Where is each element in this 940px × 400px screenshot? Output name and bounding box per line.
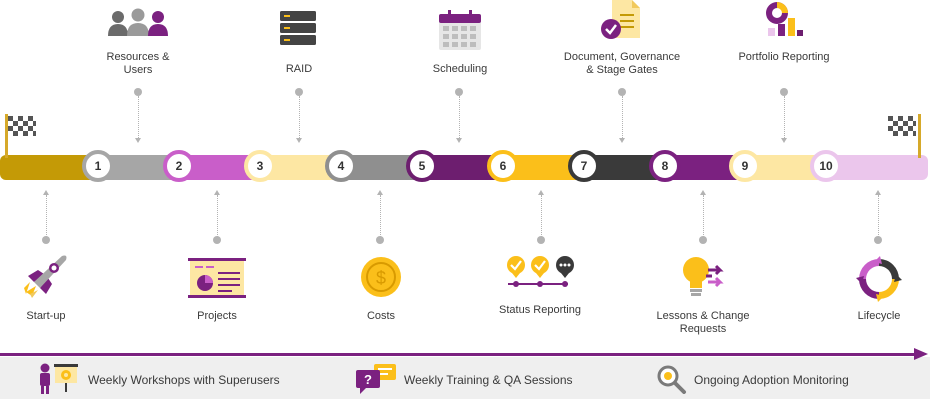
footer-bar: [0, 357, 930, 399]
calendar-icon: [439, 10, 481, 50]
chat-question-icon: ?: [356, 364, 396, 394]
timeline-segment-10: [826, 155, 928, 180]
rocket-icon: [24, 255, 67, 298]
connector-line-lessons: [703, 195, 704, 237]
milestone-node-3: 3: [244, 150, 276, 182]
milestone-node-5: 5: [406, 150, 438, 182]
connector-line-startup: [46, 195, 47, 237]
connector-arrow-lifecycle: [875, 190, 881, 195]
label-status: Status Reporting: [499, 304, 581, 316]
milestone-node-4: 4: [325, 150, 357, 182]
label-resources: Resources & Users: [106, 51, 170, 76]
lifecycle-cycle-icon: [856, 256, 902, 302]
label-lessons: Lessons & Change Requests: [656, 310, 750, 335]
connector-arrow-resources: [135, 138, 141, 143]
connector-dot-raid: [295, 88, 303, 96]
finish-checkered-flag-icon: [888, 116, 916, 138]
connector-arrow-projects: [214, 190, 220, 195]
connector-line-lifecycle: [878, 195, 879, 237]
footer-training-text: Weekly Training & QA Sessions: [404, 373, 573, 387]
milestone-node-7: 7: [568, 150, 600, 182]
connector-dot-costs: [376, 236, 384, 244]
start-checkered-flag-icon: [8, 116, 36, 138]
connector-dot-resources: [134, 88, 142, 96]
connector-arrow-portfolio: [781, 138, 787, 143]
magnifier-chart-icon: [657, 365, 686, 394]
connector-dot-portfolio: [780, 88, 788, 96]
label-projects: Projects: [197, 310, 237, 322]
milestone-node-10: 10: [810, 150, 842, 182]
connector-dot-lifecycle: [874, 236, 882, 244]
footer-workshops-text: Weekly Workshops with Superusers: [88, 373, 280, 387]
presenter-icon: [40, 363, 78, 394]
connector-line-document: [622, 96, 623, 138]
connector-dot-projects: [213, 236, 221, 244]
label-document: Document, Governance & Stage Gates: [563, 51, 681, 76]
milestone-node-1: 1: [82, 150, 114, 182]
document-check-icon: [601, 0, 640, 39]
dollar-coin-icon: $: [361, 257, 401, 297]
label-scheduling: Scheduling: [432, 63, 488, 75]
svg-text:$: $: [376, 268, 386, 288]
footer-adoption-text: Ongoing Adoption Monitoring: [694, 373, 849, 387]
milestone-node-6: 6: [487, 150, 519, 182]
connector-line-resources: [138, 96, 139, 138]
connector-line-scheduling: [459, 96, 460, 138]
connector-line-projects: [217, 195, 218, 237]
users-icon: [108, 8, 168, 36]
server-stack-icon: [280, 11, 316, 45]
milestone-node-2: 2: [163, 150, 195, 182]
connector-dot-scheduling: [455, 88, 463, 96]
connector-line-portfolio: [784, 96, 785, 138]
connector-dot-lessons: [699, 236, 707, 244]
label-raid: RAID: [285, 63, 313, 75]
connector-arrow-status: [538, 190, 544, 195]
connector-arrow-document: [619, 138, 625, 143]
footer-arrow-line: [0, 353, 916, 356]
milestone-node-8: 8: [649, 150, 681, 182]
connector-arrow-costs: [377, 190, 383, 195]
connector-arrow-lessons: [700, 190, 706, 195]
connector-line-raid: [299, 96, 300, 138]
label-lifecycle: Lifecycle: [857, 310, 901, 322]
connector-line-status: [541, 195, 542, 237]
milestone-node-9: 9: [729, 150, 761, 182]
connector-dot-status: [537, 236, 545, 244]
connector-arrow-scheduling: [456, 138, 462, 143]
timeline-segment-start: [0, 155, 98, 180]
connector-arrow-raid: [296, 138, 302, 143]
label-costs: Costs: [366, 310, 396, 322]
svg-text:?: ?: [364, 372, 372, 387]
footer-arrow-head: [914, 348, 928, 360]
status-flow-icon: [507, 256, 574, 287]
start-flag-pole: [5, 114, 8, 158]
finish-flag-pole: [918, 114, 921, 158]
connector-dot-document: [618, 88, 626, 96]
label-portfolio: Portfolio Reporting: [738, 51, 830, 63]
presentation-board-icon: [188, 258, 246, 298]
connector-arrow-startup: [43, 190, 49, 195]
label-startup: Start-up: [26, 310, 66, 322]
connector-line-costs: [380, 195, 381, 237]
pie-bar-chart-icon: [766, 2, 803, 36]
lightbulb-idea-icon: [683, 257, 724, 296]
connector-dot-startup: [42, 236, 50, 244]
